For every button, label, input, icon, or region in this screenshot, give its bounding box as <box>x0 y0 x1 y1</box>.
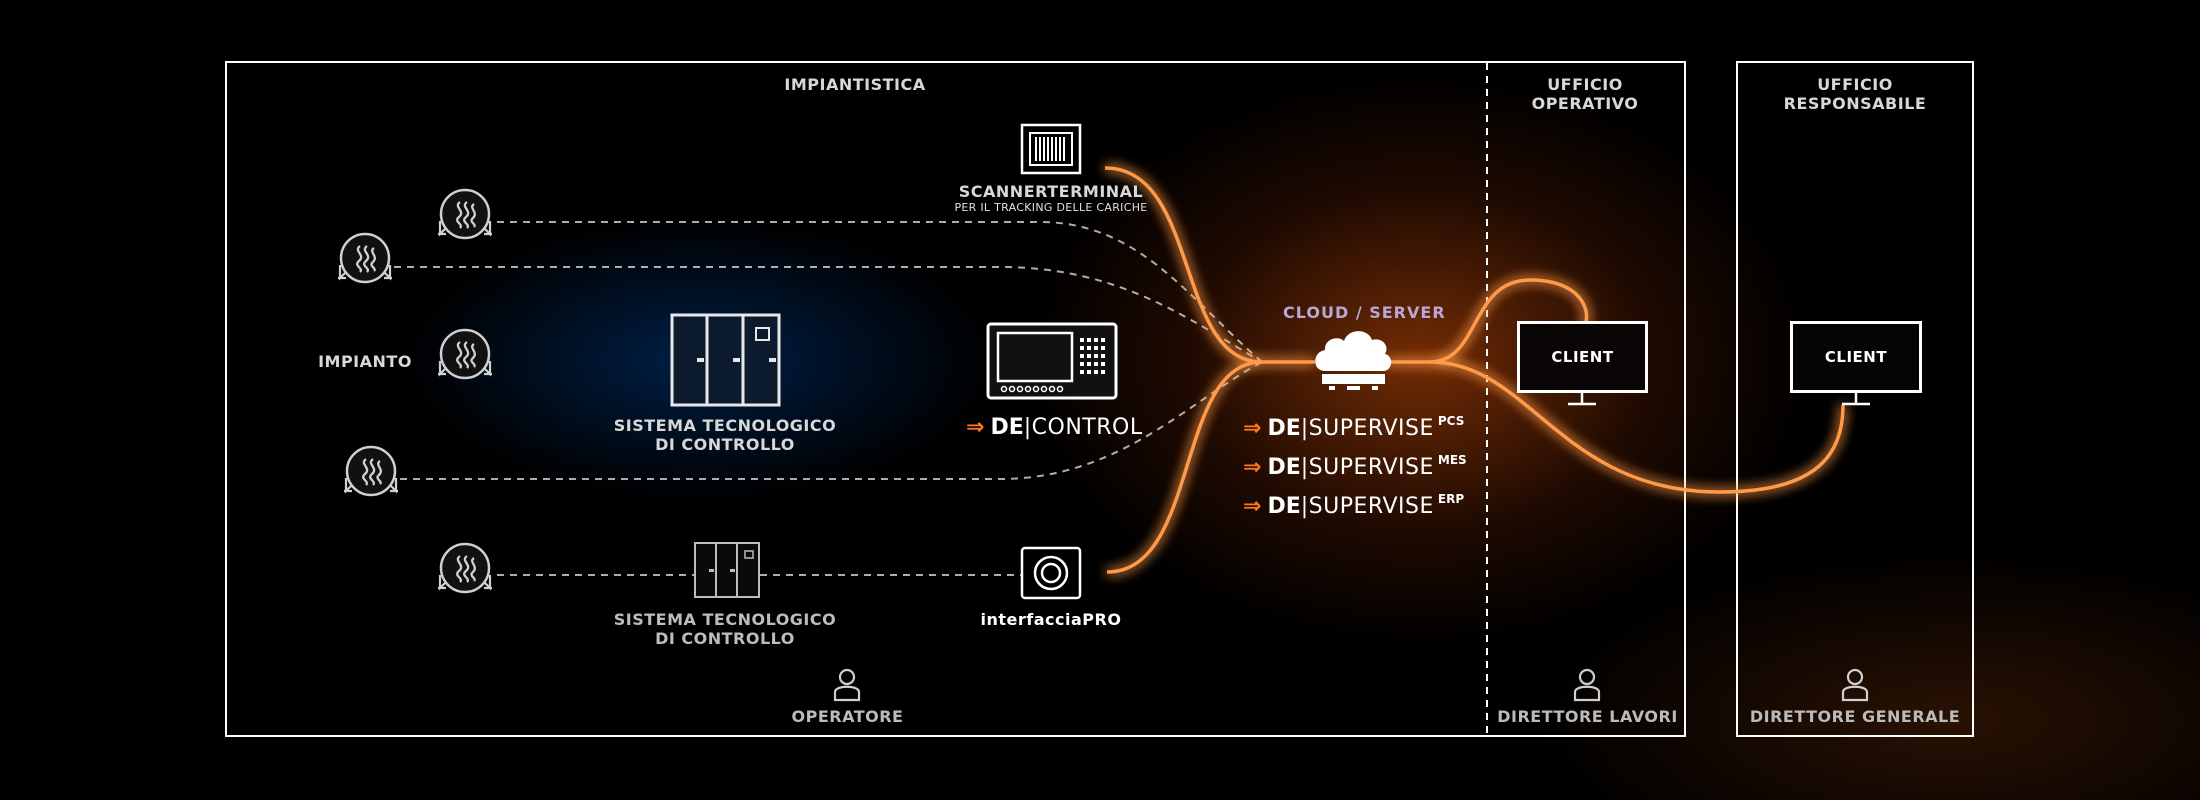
dashed-connections <box>394 221 1263 576</box>
cloud-label: CLOUD / SERVER <box>1283 303 1446 322</box>
role-operatore: OPERATORE <box>791 707 904 726</box>
cloud-server-icon <box>1315 331 1392 390</box>
brand-suffix: ERP <box>1437 492 1465 506</box>
person-icon <box>833 668 861 702</box>
section-ufficio-operativo: UFFICIO OPERATIVO <box>1531 75 1639 113</box>
interfaccia-label: interfacciaPRO <box>980 610 1122 629</box>
sistema-label-secondary: SISTEMA TECNOLOGICO DI CONTROLLO <box>613 610 837 648</box>
brand-de: DE <box>1267 494 1301 519</box>
control-cabinet-icon <box>694 542 760 598</box>
client-monitor-responsabile[interactable]: CLIENT <box>1790 321 1922 393</box>
section-impiantistica: IMPIANTISTICA <box>784 75 926 94</box>
arrow-icon: ⇒ <box>966 415 985 440</box>
sistema-label-primary: SISTEMA TECNOLOGICO DI CONTROLLO <box>613 416 837 454</box>
brand-product: |SUPERVISE <box>1300 416 1434 441</box>
impianto-label: IMPIANTO <box>318 352 412 371</box>
ufficio-responsabile-frame <box>1736 61 1974 737</box>
control-panel-icon <box>986 322 1118 400</box>
person-icon <box>1573 668 1601 702</box>
brand-suffix: PCS <box>1437 414 1465 428</box>
furnace-icon <box>436 328 494 380</box>
section-ufficio-responsabile: UFFICIO RESPONSABILE <box>1783 75 1927 113</box>
decontrol-brand: ⇒DE|CONTROL <box>966 415 1143 440</box>
role-direttore-lavori: DIRETTORE LAVORI <box>1497 707 1678 726</box>
brand-suffix: MES <box>1437 453 1467 467</box>
furnace-icon <box>342 445 400 497</box>
scanner-sublabel: PER IL TRACKING DELLE CARICHE <box>954 201 1148 214</box>
brand-de: DE <box>1267 455 1301 480</box>
furnace-icon <box>336 232 394 284</box>
brand-product: |SUPERVISE <box>1300 455 1434 480</box>
client-monitor-operativo[interactable]: CLIENT <box>1517 321 1648 393</box>
barcode-scanner-icon <box>1020 123 1082 175</box>
interface-device-icon <box>1020 546 1082 600</box>
brand-de: DE <box>1267 416 1301 441</box>
furnace-icon <box>436 188 494 240</box>
impiantistica-frame <box>225 61 1686 737</box>
person-icon <box>1841 668 1869 702</box>
brand-product: |CONTROL <box>1023 415 1143 440</box>
arrow-icon: ⇒ <box>1243 416 1262 441</box>
arrow-icon: ⇒ <box>1243 494 1262 519</box>
arrow-icon: ⇒ <box>1243 455 1262 480</box>
scanner-label: SCANNERTERMINAL <box>958 182 1144 201</box>
brand-de: DE <box>990 415 1024 440</box>
role-direttore-generale: DIRETTORE GENERALE <box>1749 707 1961 726</box>
furnace-icon <box>436 542 494 594</box>
brand-product: |SUPERVISE <box>1300 494 1434 519</box>
glow-connections <box>1104 166 1845 574</box>
control-cabinet-icon <box>670 313 781 407</box>
